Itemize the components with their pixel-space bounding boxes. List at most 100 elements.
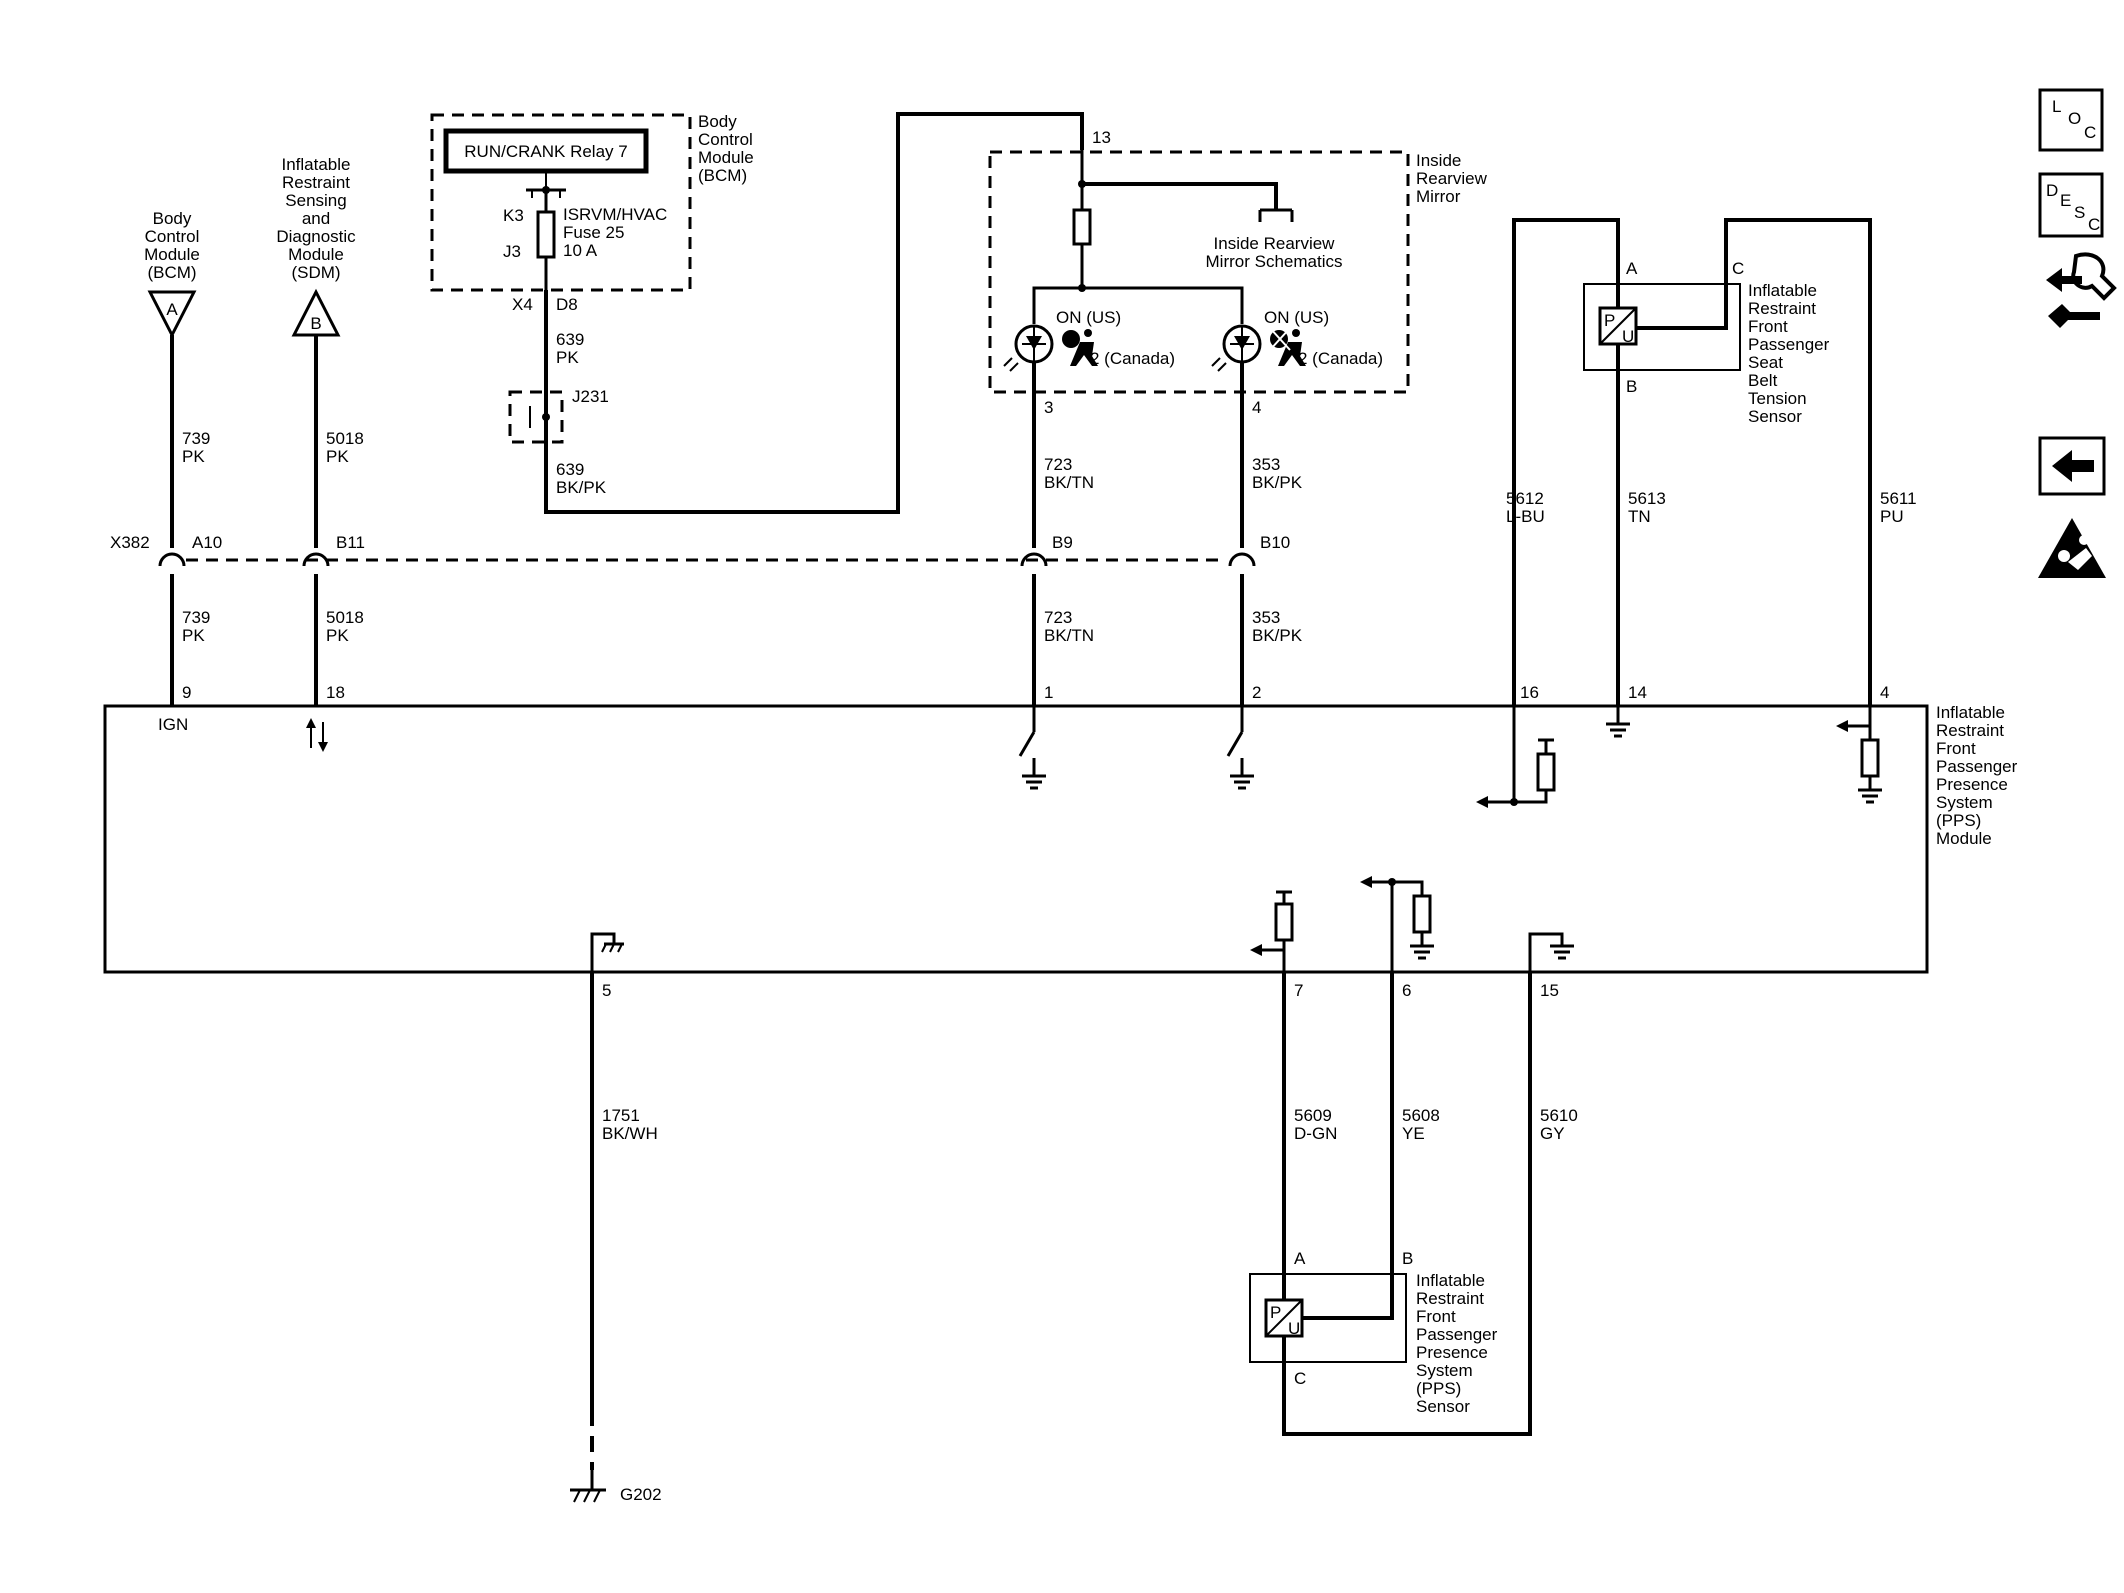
pin5-chassis-ground-icon [590,932,624,972]
wire-353-bot-color: BK/PK [1252,626,1303,645]
wire-739-top-color: PK [182,447,205,466]
inline-connector-x382: X382 A10 B11 B9 B10 [110,533,1290,567]
wire-5611-color: PU [1880,507,1904,526]
sdm-label-3: Sensing [285,191,346,210]
wire-5612-color: L-BU [1506,507,1545,526]
wire-5611-num: 5611 [1880,489,1917,508]
wire-639b-num: 639 [556,460,584,479]
pin-x4: X4 [512,295,533,314]
sdm-label-7: (SDM) [291,263,340,282]
belt-pin-b: B [1626,377,1637,396]
fuse-icon [536,210,556,259]
splice-box [508,390,564,444]
connector-service-icon[interactable] [2046,252,2117,328]
passenger-airbag-off-icon [1269,327,1306,366]
wire-5613-num: 5613 [1628,489,1666,508]
wire-5613-color: TN [1628,507,1651,526]
x382-pin-b9 [1020,552,1048,567]
pps-pin-15: 15 [1540,981,1559,1000]
pin16-circuit [1476,706,1556,808]
bcm-connector-triangle [147,290,197,339]
sdm-connector-letter: B [310,314,321,333]
wire-5610 [1282,972,1532,1436]
pps-pin-7: 7 [1294,981,1303,1000]
relay-label: RUN/CRANK Relay 7 [464,142,627,161]
wire-5609-num: 5609 [1294,1106,1332,1125]
pps-module: Inflatable Restraint Front Passenger Pre… [103,683,2018,1000]
wire-739-bot-color: PK [182,626,205,645]
mirror-schematics-2: Mirror Schematics [1206,252,1343,271]
loc-letter-l: L [2052,97,2061,116]
sdm-label-4: and [302,209,330,228]
pps-pin-14: 14 [1628,683,1647,702]
bcm-box-outline [430,113,692,292]
wire-1751-color: BK/WH [602,1124,658,1143]
bcm-title-4: (BCM) [698,166,747,185]
description-view-button[interactable]: D E S C [2038,172,2104,238]
pps-module-title-5: Presence [1936,775,2008,794]
belt-title-7: Tension [1748,389,1807,408]
mirror-title-3: Mirror [1416,187,1461,206]
wire-639b-color: BK/PK [556,478,607,497]
desc-letter-c: C [2088,215,2100,234]
wire-5610-color: GY [1540,1124,1565,1143]
serial-data-arrows-icon [306,718,328,752]
wire-723-bot-num: 723 [1044,608,1072,627]
passenger-airbag-on-icon [1062,329,1098,366]
x382-pin-b11 [302,552,330,567]
pps-pin-16: 16 [1520,683,1539,702]
belt-pin-a: A [1626,259,1638,278]
airbag-warning-icon[interactable] [2038,518,2106,578]
bcm-title-1: Body [698,112,737,131]
ground-g202-icon [570,1470,606,1503]
bcm-label-3: Module [144,245,200,264]
x382-b11-label: B11 [336,533,365,552]
fuse-label-2: Fuse 25 [563,223,624,242]
wire-5018-top-color: PK [326,447,349,466]
mirror-pin-3: 3 [1044,398,1053,417]
mirror-pin-4: 4 [1252,398,1261,417]
x382-pin-a10 [158,552,186,567]
pps-module-title-6: System [1936,793,1993,812]
bcm-connector-letter: A [166,300,178,319]
wire-739-top-num: 739 [182,429,210,448]
bcm-title-3: Module [698,148,754,167]
pps-sensor-pin-b: B [1402,1249,1413,1268]
inside-rearview-mirror: 13 Inside Rearview Mirror Inside Rearvie… [988,128,1488,417]
mirror-canada-1: 2 (Canada) [1090,349,1175,368]
wire-639-color: PK [556,348,579,367]
back-arrow-button[interactable] [2038,436,2106,496]
pps-ign-label: IGN [158,715,188,734]
ground-g202-label: G202 [620,1485,662,1504]
pps-module-title-4: Passenger [1936,757,2018,776]
loc-letter-o: O [2068,109,2081,128]
pps-pin-1: 1 [1044,683,1053,702]
pin6-circuit [1360,876,1434,972]
sdm-label-6: Module [288,245,344,264]
wire-5610-num: 5610 [1540,1106,1578,1125]
mirror-schematics-1: Inside Rearview [1214,234,1336,253]
pps-sensor-title-7: (PPS) [1416,1379,1461,1398]
belt-sensor-box [1583,283,1741,371]
wire-5608-color: YE [1402,1124,1425,1143]
mirror-pin-13: 13 [1092,128,1111,147]
wire-5018-top-num: 5018 [326,429,364,448]
wire-353-bot-num: 353 [1252,608,1280,627]
pps-pin-6: 6 [1402,981,1411,1000]
desc-letter-e: E [2060,191,2071,210]
pps-sensor-title-5: Presence [1416,1343,1488,1362]
desc-letter-s: S [2074,203,2085,222]
bcm-label-4: (BCM) [147,263,196,282]
pps-pin-9: 9 [182,683,191,702]
wire-739-bot-num: 739 [182,608,210,627]
pin15-ground-icon [1528,932,1574,972]
location-view-button[interactable]: L O C [2038,88,2104,152]
pin4-circuit [1836,706,1882,804]
seat-belt-tension-sensor: A C B P U Inflatable Restraint Front Pas… [1583,259,1830,426]
belt-pin-c: C [1732,259,1744,278]
mirror-title-1: Inside [1416,151,1461,170]
bcm-title-2: Control [698,130,753,149]
mirror-on-us-1: ON (US) [1056,308,1121,327]
pps-sensor-p: P [1270,1303,1281,1322]
pps-module-title-7: (PPS) [1936,811,1981,830]
